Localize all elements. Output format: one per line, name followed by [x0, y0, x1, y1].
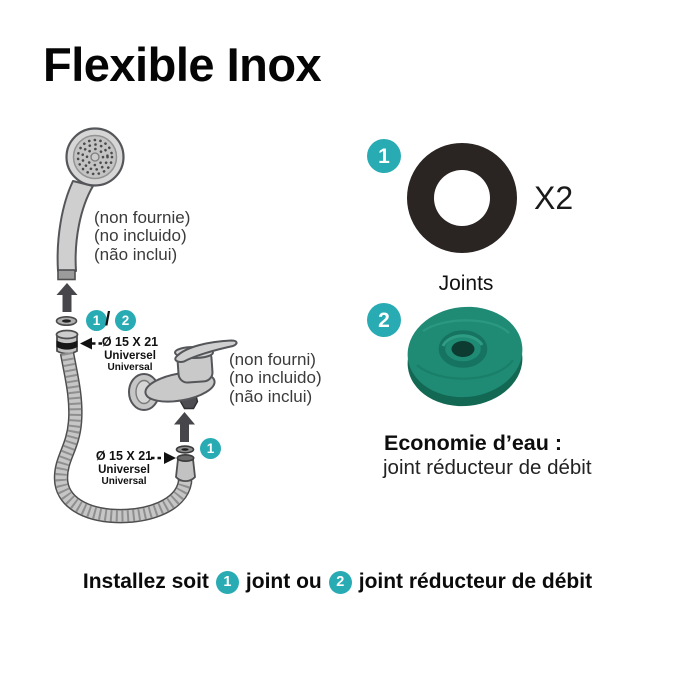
badge-1: 1 [367, 139, 401, 173]
joints-label: Joints [438, 272, 494, 295]
badge-2: 2 [328, 570, 352, 594]
hose-bottom-connector-icon [175, 453, 196, 483]
shower-head-icon [56, 127, 125, 281]
eco-title: Economie d’eau : [384, 431, 563, 455]
flow-reducer-icon [407, 306, 523, 407]
eco-subtitle: joint réducteur de débit [383, 456, 592, 479]
page-title: Flexible Inox [43, 38, 322, 91]
badge-2: 2 [115, 310, 136, 331]
badge-1: 1 [215, 570, 239, 594]
top-fitting-label: Ø 15 X 21 Universel Universal [101, 335, 159, 373]
arrow-up-icon [56, 283, 78, 312]
instruction-part2: joint ou [245, 570, 322, 593]
badge-1: 1 [200, 438, 221, 459]
instruction-part3: joint réducteur de débit [358, 570, 593, 593]
instruction-part1: Installez soit [82, 570, 209, 593]
faucet-lever-icon [174, 339, 238, 363]
bottom-fitting-label: Ø 15 X 21 Universel Universal [95, 449, 153, 487]
dashed-arrow-left-icon [80, 337, 105, 350]
quantity-label: X2 [534, 180, 574, 216]
hose-top-connector-icon [55, 329, 79, 355]
faucet-icon [128, 339, 238, 411]
joint-washer-icon [407, 143, 517, 253]
shower-not-included-note: (non fournie) (no incluido) (não inclui) [94, 208, 191, 264]
badge-1: 1 [86, 310, 107, 331]
install-instruction: Installez soit 1 joint ou 2 joint réduct… [0, 570, 675, 594]
badge-separator: / [105, 309, 111, 330]
washer-icon [175, 445, 195, 454]
arrow-up-icon [174, 412, 195, 442]
washer-icon [55, 315, 78, 326]
dashed-arrow-right-icon [151, 452, 176, 464]
faucet-not-included-note: (non fourni) (no incluido) (não inclui) [229, 350, 322, 406]
badge-2: 2 [367, 303, 401, 337]
